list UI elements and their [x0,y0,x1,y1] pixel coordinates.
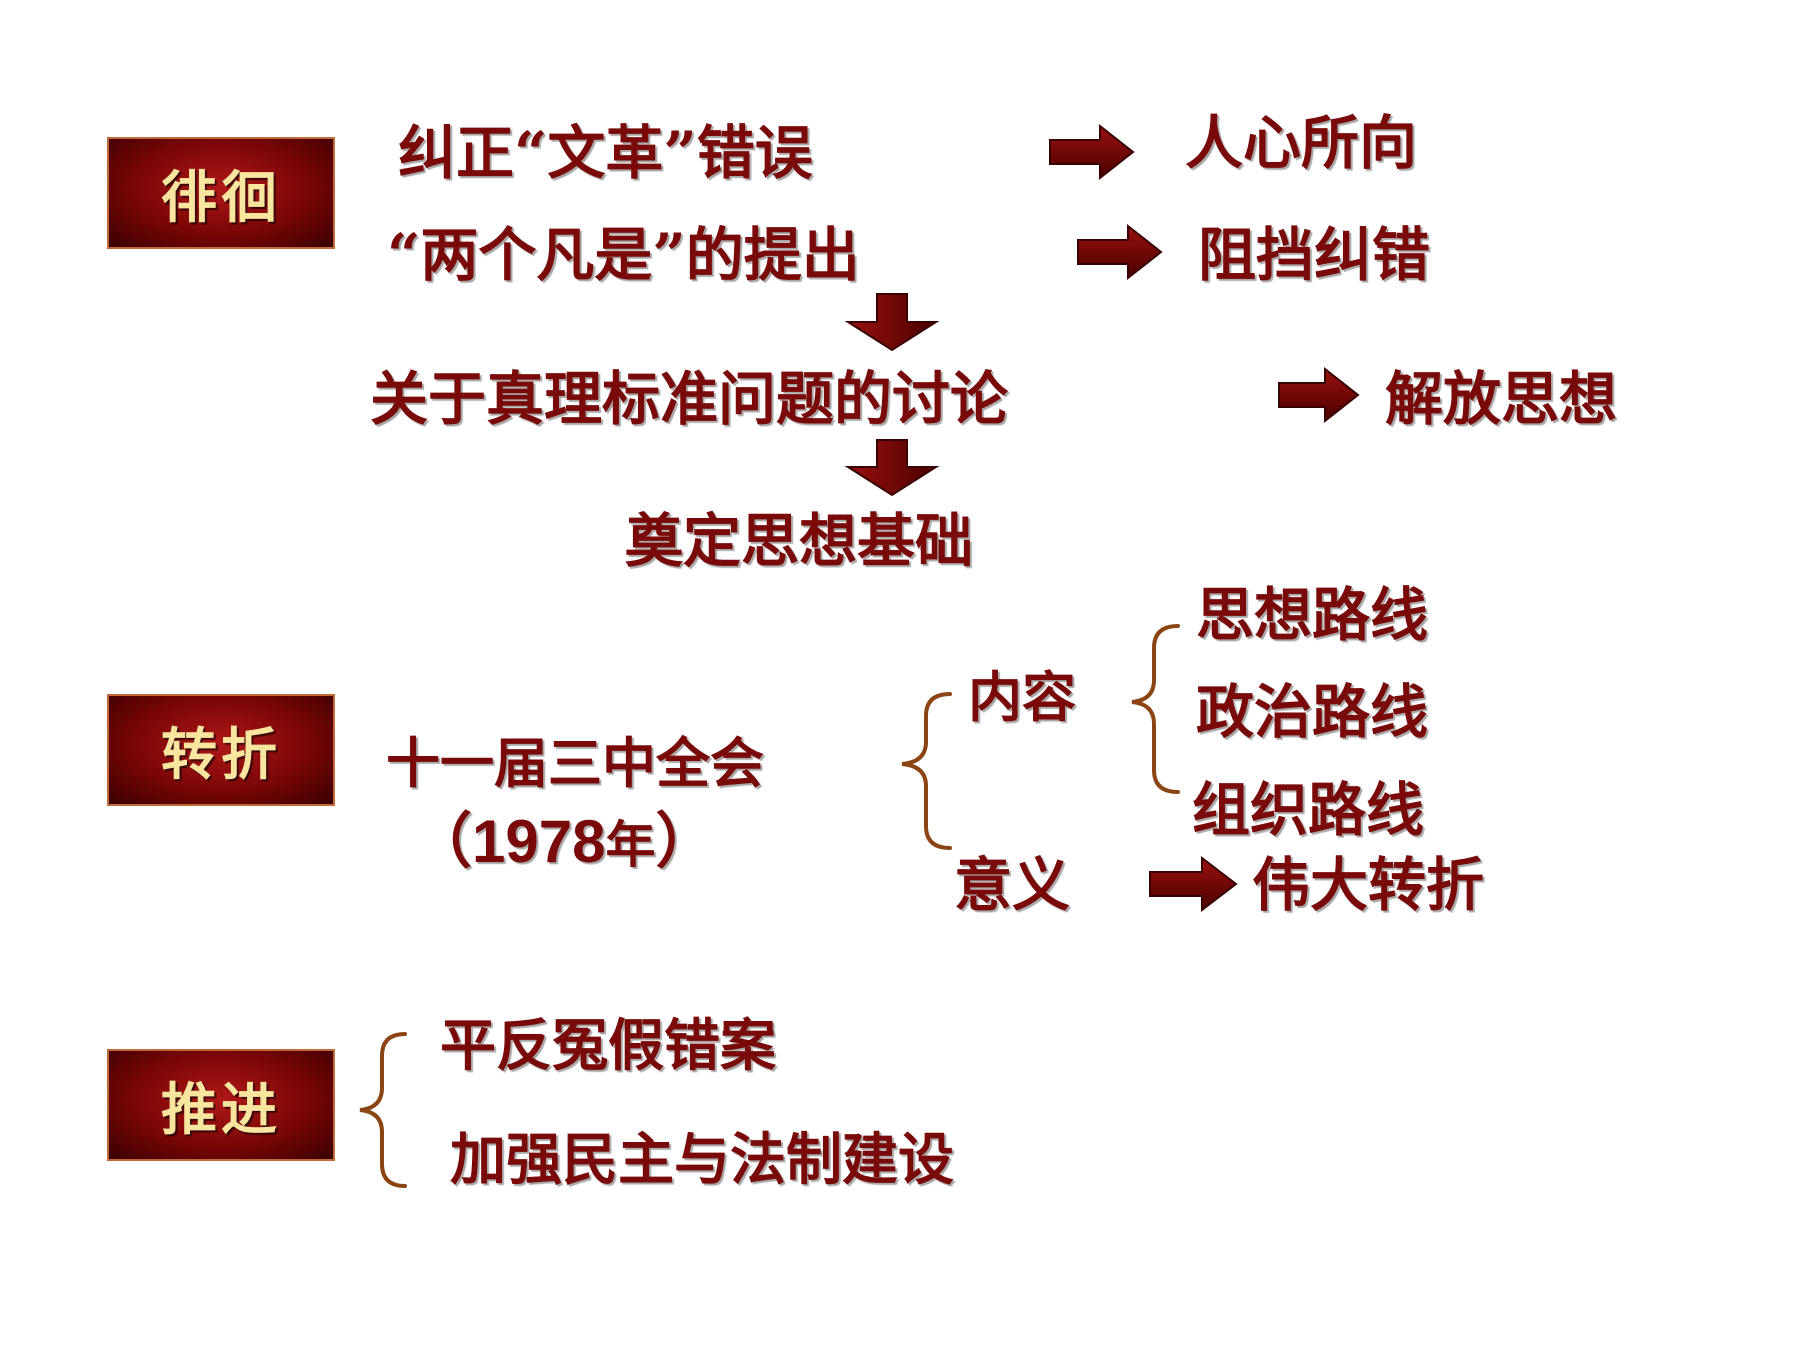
paihui-row1-result: 人心所向 [1185,109,1418,177]
brace-meeting [901,692,952,850]
down-arrow-1 [844,293,940,352]
brace-content [1131,624,1180,794]
paihui-row2-result: 阻挡纠错 [1198,221,1431,289]
meeting-name: 十一届三中全会 [386,731,764,795]
section-label-tuijin: 推进 [161,1076,281,1143]
section-label-paihui: 徘徊 [161,164,281,231]
tuijin-item-rehabilitation: 平反冤假错案 [440,1013,776,1079]
paihui-row1-cause: 纠正“文革”错误 [398,119,813,187]
year-paren-open: （ [412,807,472,877]
year-unit: 年 [605,815,656,874]
section-label-zhuanzhe: 转折 [161,721,281,788]
right-arrow-row2 [1077,223,1163,281]
meaning-result: 伟大转折 [1252,851,1485,919]
section-box-tuijin: 推进 [107,1049,335,1161]
down-arrow-2 [844,439,940,497]
right-arrow-meaning [1149,855,1238,913]
paihui-row2-cause: “两个凡是”的提出 [387,221,860,289]
section-box-zhuanzhe: 转折 [107,694,335,806]
content-item-political-line: 政治路线 [1196,678,1429,746]
section-box-paihui: 徘徊 [107,137,335,249]
paihui-row3-result: 解放思想 [1385,365,1618,433]
meeting-year: （1978年） [412,812,715,874]
content-item-ideological-line: 思想路线 [1196,581,1429,649]
year-number: 1978 [472,808,606,875]
right-arrow-row1 [1049,123,1135,181]
year-paren-close: ） [655,807,716,877]
paihui-row3-cause: 关于真理标准问题的讨论 [370,365,1009,433]
brace-tuijin [359,1032,407,1188]
content-label: 内容 [968,665,1076,729]
content-item-organizational-line: 组织路线 [1192,776,1425,844]
right-arrow-row3 [1278,366,1360,424]
paihui-row4-foundation: 奠定思想基础 [625,507,974,575]
meaning-label: 意义 [954,851,1071,919]
tuijin-item-democracy-law: 加强民主与法制建设 [450,1127,954,1193]
